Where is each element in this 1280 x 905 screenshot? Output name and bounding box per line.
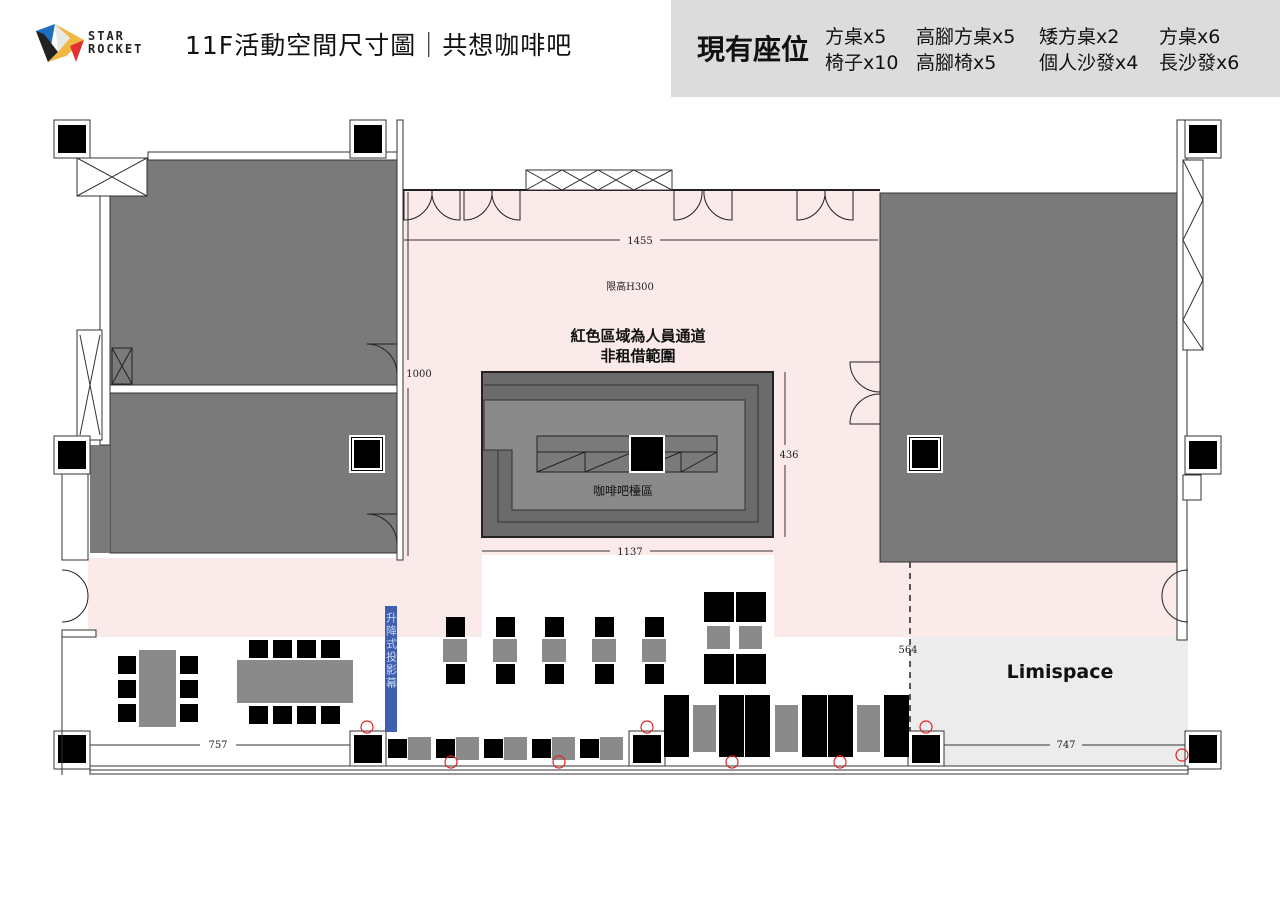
- long-sofas: [664, 695, 909, 757]
- coffee-bar-counter: [481, 371, 774, 538]
- seating-title: 現有座位: [697, 33, 810, 66]
- limispace-walkway: [910, 562, 1188, 637]
- columns: [53, 119, 1222, 770]
- seating-summary: 現有座位 方桌x5 椅子x10 高腳方桌x5 高腳椅x5 矮方桌x2 個人沙發x…: [671, 0, 1280, 97]
- right-room: [879, 192, 1178, 563]
- star-rocket-logo-icon: [36, 24, 84, 62]
- height-limit-label: 限高H300: [606, 280, 654, 293]
- seating-item: 方桌x5: [825, 26, 887, 48]
- power-outlets: [360, 720, 1189, 769]
- projector-screen-label: 升降式投影幕: [385, 612, 398, 690]
- seating-item: 方桌x6: [1159, 26, 1221, 48]
- seating-item: 個人沙發x4: [1039, 52, 1139, 74]
- seating-item: 椅子x10: [825, 52, 899, 74]
- dim-left: 1000: [406, 369, 431, 380]
- page-title: 11F活動空間尺寸圖｜共想咖啡吧: [185, 31, 573, 60]
- dim-bottom-left: 757: [208, 740, 227, 751]
- dim-bottom-right: 747: [1056, 740, 1075, 751]
- dim-top: 1455: [627, 236, 652, 247]
- doors: [61, 189, 1189, 623]
- walkway-note-line1: 紅色區域為人員通道: [570, 327, 705, 345]
- projector-screen: [385, 606, 397, 732]
- logo-text-line: ROCKET: [88, 42, 144, 56]
- dim-counter-width: 1137: [617, 547, 642, 558]
- bottom-wall: [61, 629, 1189, 775]
- limispace-area: [910, 637, 1188, 770]
- seating-item: 長沙發x6: [1159, 52, 1240, 74]
- logo-text-line: STAR: [88, 29, 125, 43]
- dimension-lines: [90, 192, 1185, 746]
- dim-counter-height: 436: [779, 450, 798, 461]
- left-rooms: [61, 119, 404, 561]
- top-wall: [403, 169, 880, 191]
- high-tables: [443, 617, 666, 684]
- furniture-left: [118, 640, 353, 727]
- right-wall: [1176, 119, 1204, 641]
- logo-text: STAR ROCKET: [88, 30, 143, 56]
- dim-limispace: 564: [898, 645, 917, 656]
- sofa-group: [704, 592, 766, 684]
- seating-item: 高腳椅x5: [916, 52, 997, 74]
- seating-item: 矮方桌x2: [1039, 26, 1120, 48]
- counter-label: 咖啡吧檯區: [593, 483, 653, 498]
- seating-item: 高腳方桌x5: [916, 26, 1016, 48]
- limispace-label: Limispace: [1007, 661, 1114, 683]
- window-seats: [388, 737, 623, 760]
- walkway-area: [88, 190, 1188, 637]
- walkway-note-line2: 非租借範圍: [600, 347, 675, 365]
- logo: [36, 24, 84, 64]
